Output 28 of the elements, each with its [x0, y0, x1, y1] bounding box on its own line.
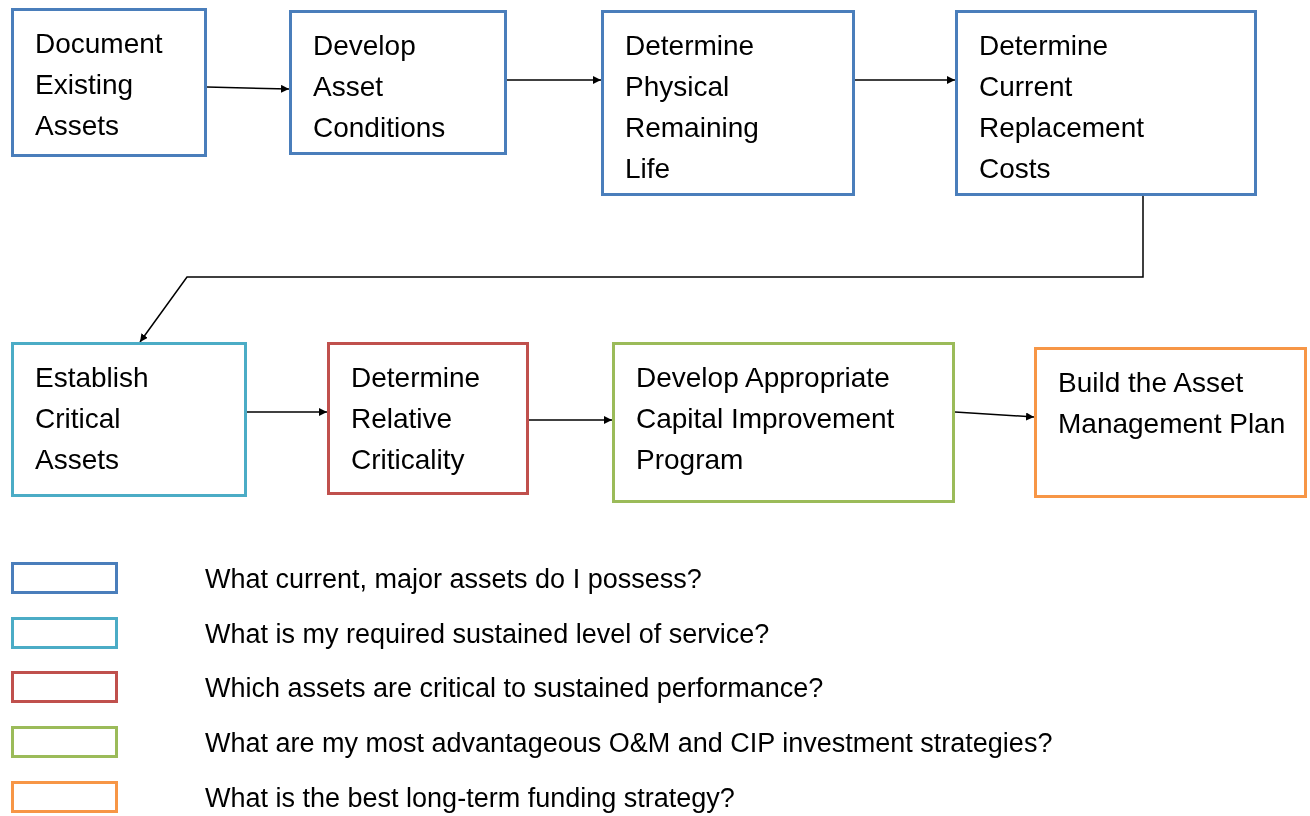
legend-label: What is the best long-term funding strategy? [205, 782, 735, 814]
process-box [11, 342, 247, 497]
legend-label: What are my most advantageous O&M and CIP investment strategies? [205, 727, 1053, 759]
arrow [206, 84, 290, 93]
process-box [955, 10, 1257, 196]
step-label: Determine Relative Criticality [351, 361, 482, 477]
process-box [11, 8, 207, 157]
process-box [601, 10, 855, 196]
legend-label: What current, major assets do I possess? [205, 563, 702, 595]
process-box [327, 342, 529, 495]
arrow [139, 195, 1144, 343]
step-label: Develop Appropriate Capital Improvement Program [636, 361, 896, 477]
step-label: Build the Asset Management Plan [1058, 366, 1287, 441]
step-label: Determine Current Replacement Costs [979, 29, 1145, 186]
legend-label: What is my required sustained level of service? [205, 618, 770, 650]
arrow [854, 76, 956, 84]
step-label: Document Existing Assets [35, 27, 164, 143]
process-box [612, 342, 955, 503]
arrow [246, 408, 328, 416]
process-box [1034, 347, 1307, 498]
step-label: Establish Critical Assets [35, 361, 150, 477]
arrow [528, 416, 613, 424]
legend-label: Which assets are critical to sustained performance? [205, 672, 824, 704]
step-label: Develop Asset Conditions [313, 29, 447, 145]
arrow [506, 76, 602, 84]
process-box [289, 10, 507, 155]
step-label: Determine Physical Remaining Life [625, 29, 760, 186]
arrow [954, 411, 1035, 421]
